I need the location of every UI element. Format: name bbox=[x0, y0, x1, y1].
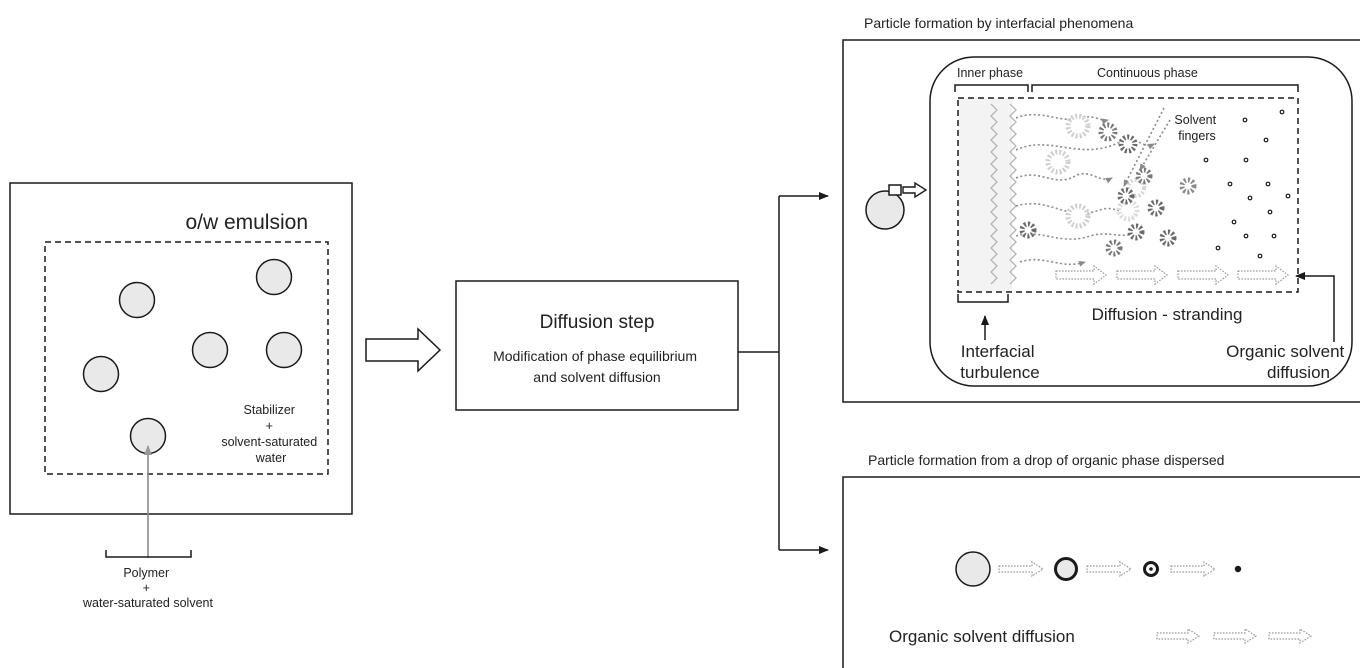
solvent-finger-path bbox=[1015, 202, 1137, 220]
emulsion-droplet bbox=[265, 331, 303, 369]
ghost-particle bbox=[1065, 203, 1091, 229]
ghost-particle bbox=[1116, 198, 1140, 222]
particle bbox=[1117, 187, 1135, 205]
legend-diffusion-arrow bbox=[1268, 627, 1313, 645]
solvent-finger-path bbox=[1019, 258, 1086, 267]
particle bbox=[1179, 177, 1197, 195]
drop-stage-2 bbox=[1054, 557, 1078, 581]
organic-diffusion-label: Organic solvent diffusion bbox=[1226, 342, 1349, 382]
small-particle bbox=[1247, 195, 1253, 201]
particle bbox=[1147, 199, 1165, 217]
small-particle bbox=[1243, 233, 1249, 239]
diffusion-step-description: Modification of phase equilibrium and so… bbox=[493, 348, 701, 385]
small-particle bbox=[1279, 109, 1285, 115]
solvent-finger-path bbox=[1015, 138, 1155, 151]
particle bbox=[1105, 239, 1123, 257]
ghost-particle bbox=[1065, 113, 1091, 139]
precipitated-particles bbox=[1019, 113, 1197, 257]
particle bbox=[1159, 229, 1177, 247]
stranding-label: Diffusion - stranding bbox=[1092, 305, 1243, 324]
drop-stage-4 bbox=[1234, 565, 1242, 573]
small-particle bbox=[1203, 157, 1209, 163]
solvent-finger-path bbox=[1015, 172, 1113, 184]
turbulence-bracket bbox=[957, 294, 1009, 303]
shrink-arrow bbox=[1170, 560, 1217, 578]
diffusion-step-title: Diffusion step bbox=[540, 312, 655, 333]
small-particle bbox=[1263, 137, 1269, 143]
diffusion-step-frame bbox=[455, 280, 739, 411]
interface-wave bbox=[990, 103, 998, 285]
interfacial-panel: Particle formation by interfacial phenom… bbox=[842, 15, 1360, 403]
solvent-finger-path bbox=[1015, 231, 1141, 240]
small-particle bbox=[1285, 193, 1291, 199]
stabilizer-label: Stabilizer + solvent-saturated water bbox=[221, 403, 320, 465]
magnified-droplet bbox=[865, 190, 905, 230]
drop-stage-1 bbox=[955, 551, 991, 587]
zoom-arrow bbox=[902, 181, 928, 199]
small-particle bbox=[1257, 253, 1263, 259]
continuous-phase-bracket bbox=[1031, 84, 1299, 92]
shrink-arrow bbox=[998, 560, 1045, 578]
emulsion-title: o/w emulsion bbox=[185, 211, 308, 234]
interface-wave bbox=[1009, 103, 1017, 285]
branch-connector bbox=[738, 192, 829, 554]
small-particle bbox=[1215, 245, 1221, 251]
process-arrow bbox=[365, 327, 442, 373]
drop-panel: Particle formation from a drop of organi… bbox=[842, 452, 1360, 668]
emulsion-droplet bbox=[191, 331, 229, 369]
particle bbox=[1118, 134, 1138, 154]
small-particle bbox=[1242, 117, 1248, 123]
particle bbox=[1127, 223, 1145, 241]
interfacial-caption: Particle formation by interfacial phenom… bbox=[864, 15, 1133, 31]
solvent-fingers-label: Solvent fingers bbox=[1174, 113, 1219, 143]
particle bbox=[1098, 122, 1118, 142]
emulsion-droplet bbox=[255, 258, 293, 296]
solvent-fingers-pointer bbox=[1123, 107, 1165, 187]
interfacial-turbulence-label: Interfacial turbulence bbox=[960, 342, 1039, 382]
zoom-square bbox=[888, 184, 902, 196]
small-particle bbox=[1271, 233, 1277, 239]
ghost-particle bbox=[1045, 149, 1071, 175]
emulsion-panel: o/w emulsion Stabilizer + solvent-satura… bbox=[9, 182, 353, 610]
interfacial-rounded-box bbox=[929, 56, 1353, 387]
shrink-arrow bbox=[1086, 560, 1133, 578]
emulsion-dashed-region bbox=[44, 241, 329, 475]
drop-stage-3-core bbox=[1149, 567, 1153, 571]
emulsion-droplet bbox=[82, 355, 120, 393]
inner-phase-fill bbox=[958, 98, 1012, 292]
small-particle bbox=[1267, 209, 1273, 215]
small-particle bbox=[1243, 157, 1249, 163]
particle bbox=[1019, 221, 1037, 239]
drop-diffusion-label: Organic solvent diffusion bbox=[889, 627, 1075, 646]
polymer-label: Polymer + water-saturated solvent bbox=[82, 566, 213, 610]
polymer-bracket bbox=[105, 550, 192, 558]
continuous-phase-label: Continuous phase bbox=[1097, 66, 1198, 80]
particle bbox=[1135, 167, 1153, 185]
small-particle bbox=[1227, 181, 1233, 187]
small-particle bbox=[1265, 181, 1271, 187]
solvent-fingers-pointer bbox=[1139, 119, 1171, 171]
zoom-dashed-region bbox=[957, 97, 1299, 293]
inner-phase-label: Inner phase bbox=[957, 66, 1023, 80]
small-particle bbox=[1231, 219, 1237, 225]
inner-phase-bracket bbox=[954, 84, 1029, 92]
small-particles bbox=[1203, 109, 1291, 259]
drop-caption: Particle formation from a drop of organi… bbox=[868, 452, 1224, 468]
diffusion-step-box: Diffusion step Modification of phase equ… bbox=[455, 280, 739, 411]
organic-diffusion-arrow bbox=[1295, 272, 1335, 342]
legend-diffusion-arrow bbox=[1213, 627, 1258, 645]
legend-diffusion-arrow bbox=[1156, 627, 1201, 645]
emulsion-droplet bbox=[118, 281, 156, 319]
